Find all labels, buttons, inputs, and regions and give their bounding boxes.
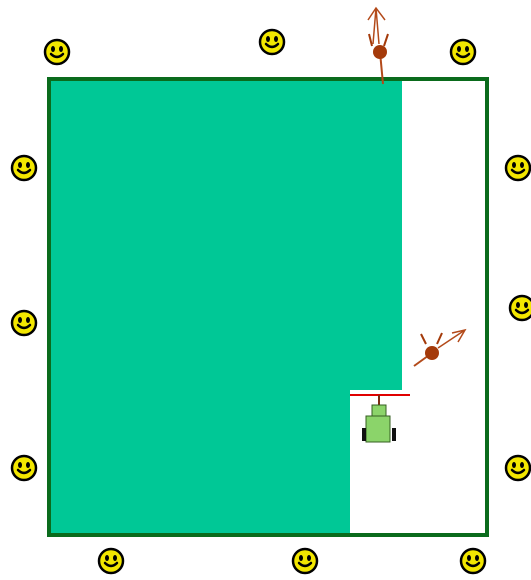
smiley-face-icon	[9, 308, 39, 338]
unmowed-field	[50, 80, 402, 535]
rabbit-icon	[368, 8, 388, 84]
smiley-face-icon	[9, 153, 39, 183]
smiley-face-icon	[503, 153, 531, 183]
smiley-face-icon	[290, 546, 320, 576]
smiley-face-icon	[507, 293, 531, 323]
smiley-face-icon	[503, 453, 531, 483]
smiley-face-icon	[42, 37, 72, 67]
smiley-face-icon	[458, 546, 488, 576]
smiley-face-icon	[448, 37, 478, 67]
rabbit-icon	[414, 330, 465, 366]
smiley-face-icon	[96, 546, 126, 576]
smiley-face-icon	[9, 453, 39, 483]
smiley-face-icon	[257, 27, 287, 57]
tractor-icon[interactable]	[350, 395, 410, 442]
